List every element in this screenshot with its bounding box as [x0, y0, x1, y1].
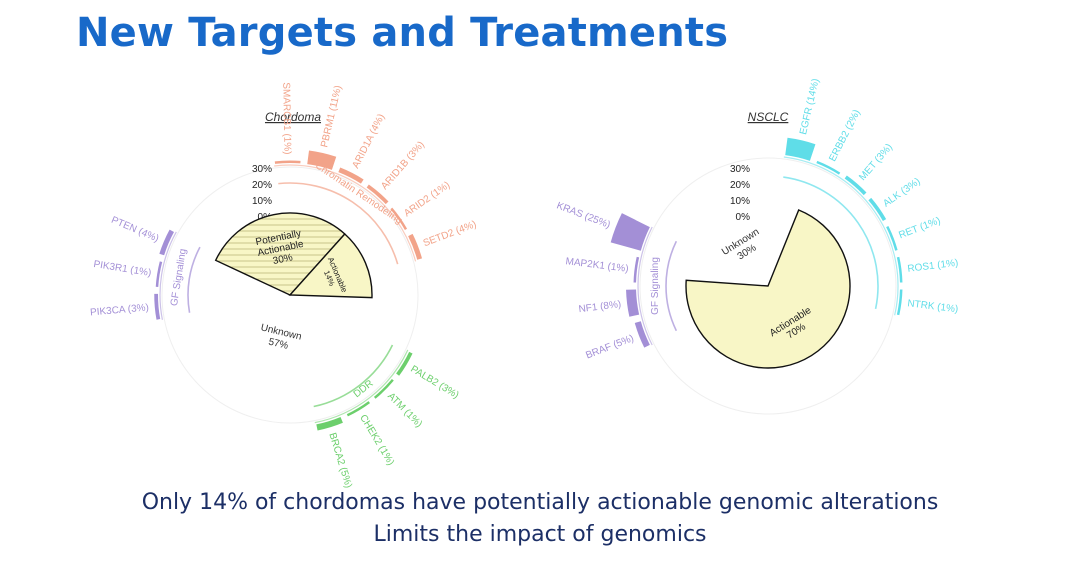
chordoma-group-arc-gf-signaling [187, 246, 201, 313]
chordoma-gene-label-arid1b-3: ARID1B (3%) [379, 139, 427, 192]
nsclc-bar-map2k1-1 [633, 256, 640, 283]
nsclc-scale-tick-10: 10% [730, 196, 750, 207]
chordoma-bar-chek2-1 [346, 401, 371, 417]
chordoma-slice-actionable [288, 233, 373, 299]
nsclc-diagram: NSCLC30%20%10%0%Actionable70%Unknown30%G… [555, 78, 959, 415]
nsclc-bar-kras-25 [610, 213, 650, 251]
nsclc-group-arc-cyan-group [783, 176, 879, 310]
nsclc-gene-label-egfr-14: EGFR (14%) [798, 78, 822, 136]
chordoma-group-label-ddr: DDR [352, 378, 376, 400]
chordoma-group-base-ddr [314, 349, 409, 424]
nsclc-group-base-gf-signaling [637, 226, 653, 346]
chordoma-bar-setd2-4 [408, 233, 423, 260]
chordoma-bar-arid1b-3 [366, 184, 389, 205]
footer-line-2: Limits the impact of genomics [373, 522, 707, 547]
nsclc-bar-braf-5 [634, 321, 650, 348]
footer-line-1: Only 14% of chordomas have potentially a… [141, 490, 939, 515]
chordoma-group-arc-chromatin-remodeling [278, 182, 399, 265]
nsclc-gene-label-erbb2-2: ERBB2 (2%) [827, 108, 863, 164]
chordoma-gene-label-pten-4: PTEN (4%) [109, 215, 160, 245]
chordoma-gene-label-pbrm1-11: PBRM1 (11%) [319, 84, 344, 148]
nsclc-gene-label-braf-5: BRAF (5%) [584, 333, 635, 361]
nsclc-bar-ros1-1 [896, 256, 903, 283]
chordoma-bar-atm-1 [373, 378, 394, 399]
nsclc-gene-label-ntrk-1: NTRK (1%) [907, 298, 959, 315]
nsclc-bar-erbb2-2 [816, 160, 841, 175]
chordoma-scale-tick-10: 10% [252, 196, 272, 207]
nsclc-gene-label-map2k1-1: MAP2K1 (1%) [565, 256, 629, 275]
chordoma-guide-ring [161, 166, 419, 424]
nsclc-bar-egfr-14 [785, 137, 816, 161]
nsclc-gene-label-ros1-1: ROS1 (1%) [907, 258, 959, 275]
chordoma-group-base-gf-signaling [159, 231, 177, 320]
chordoma-group-label-gf-signaling: GF Signaling [169, 248, 189, 307]
nsclc-gene-label-kras-25: KRAS (25%) [555, 200, 612, 231]
nsclc-bar-ret-1 [886, 225, 898, 251]
nsclc-bar-nf1-8 [626, 289, 640, 317]
chordoma-bar-arid2-1 [390, 207, 408, 231]
chordoma-bar-pbrm1-11 [307, 150, 337, 170]
chordoma-gene-label-setd2-4: SETD2 (4%) [422, 219, 478, 249]
chordoma-gene-label-arid1a-4: ARID1A (4%) [350, 112, 387, 170]
chordoma-scale-tick-20: 20% [252, 180, 272, 191]
chordoma-bar-pik3r1-1 [155, 261, 163, 287]
slide-title: New Targets and Treatments [76, 10, 729, 56]
nsclc-gene-label-nf1-8: NF1 (8%) [578, 299, 622, 315]
chordoma-group-base-chromatin-remodeling [274, 164, 417, 262]
chordoma-bar-arid1a-4 [338, 167, 364, 184]
chordoma-group-arc-ddr [313, 344, 394, 408]
chordoma-diagram: Chordoma30%20%10%0%PotentiallyActionable… [90, 82, 478, 489]
nsclc-group-label-gf-signaling: GF Signaling [650, 257, 661, 315]
chordoma-bar-smarcb1-1 [274, 160, 301, 164]
nsclc-scale-tick-20: 20% [730, 180, 750, 191]
nsclc-bar-alk-3 [868, 197, 887, 222]
chordoma-gene-label-brca2-5: BRCA2 (5%) [326, 431, 353, 489]
chordoma-gene-label-pik3ca-3: PIK3CA (3%) [90, 302, 150, 318]
chordoma-bar-pten-4 [159, 229, 174, 256]
chordoma-slice-word-30: 30% [272, 252, 294, 267]
chordoma-gene-label-atm-1: ATM (1%) [385, 391, 424, 430]
nsclc-group-base-cyan-group [783, 156, 899, 316]
chordoma-gene-label-pik3r1-1: PIK3R1 (1%) [93, 259, 152, 279]
chordoma-title: Chordoma [265, 110, 321, 124]
nsclc-scale-tick-0: 0% [736, 212, 751, 223]
chordoma-bar-pik3ca-3 [154, 293, 161, 320]
chordoma-scale-tick-30: 30% [252, 164, 272, 175]
nsclc-gene-label-alk-3: ALK (3%) [881, 176, 922, 210]
chordoma-gene-label-palb2-3: PALB2 (3%) [408, 364, 460, 401]
nsclc-scale-tick-30: 30% [730, 164, 750, 175]
chordoma-slice-potentially-actionable [214, 212, 346, 296]
nsclc-title: NSCLC [748, 110, 789, 124]
nsclc-guide-ring [639, 157, 897, 415]
nsclc-gene-label-ret-1: RET (1%) [897, 215, 942, 241]
nsclc-slice-actionable [685, 209, 851, 369]
nsclc-bar-met-3 [844, 175, 867, 196]
nsclc-bar-ntrk-1 [896, 289, 903, 316]
chordoma-bar-brca2-5 [316, 416, 343, 431]
chordoma-gene-label-arid2-1: ARID2 (1%) [402, 180, 452, 220]
chordoma-bar-palb2-3 [396, 351, 413, 376]
chordoma-gene-label-chek2-1: CHEK2 (1%) [357, 413, 396, 468]
nsclc-group-arc-gf-signaling [665, 240, 678, 332]
chordoma-unknown-pct: 57% [267, 337, 289, 352]
nsclc-gene-label-met-3: MET (3%) [857, 142, 895, 183]
chordoma-gene-label-smarcb1-1: SMARCB1 (1%) [280, 82, 292, 154]
